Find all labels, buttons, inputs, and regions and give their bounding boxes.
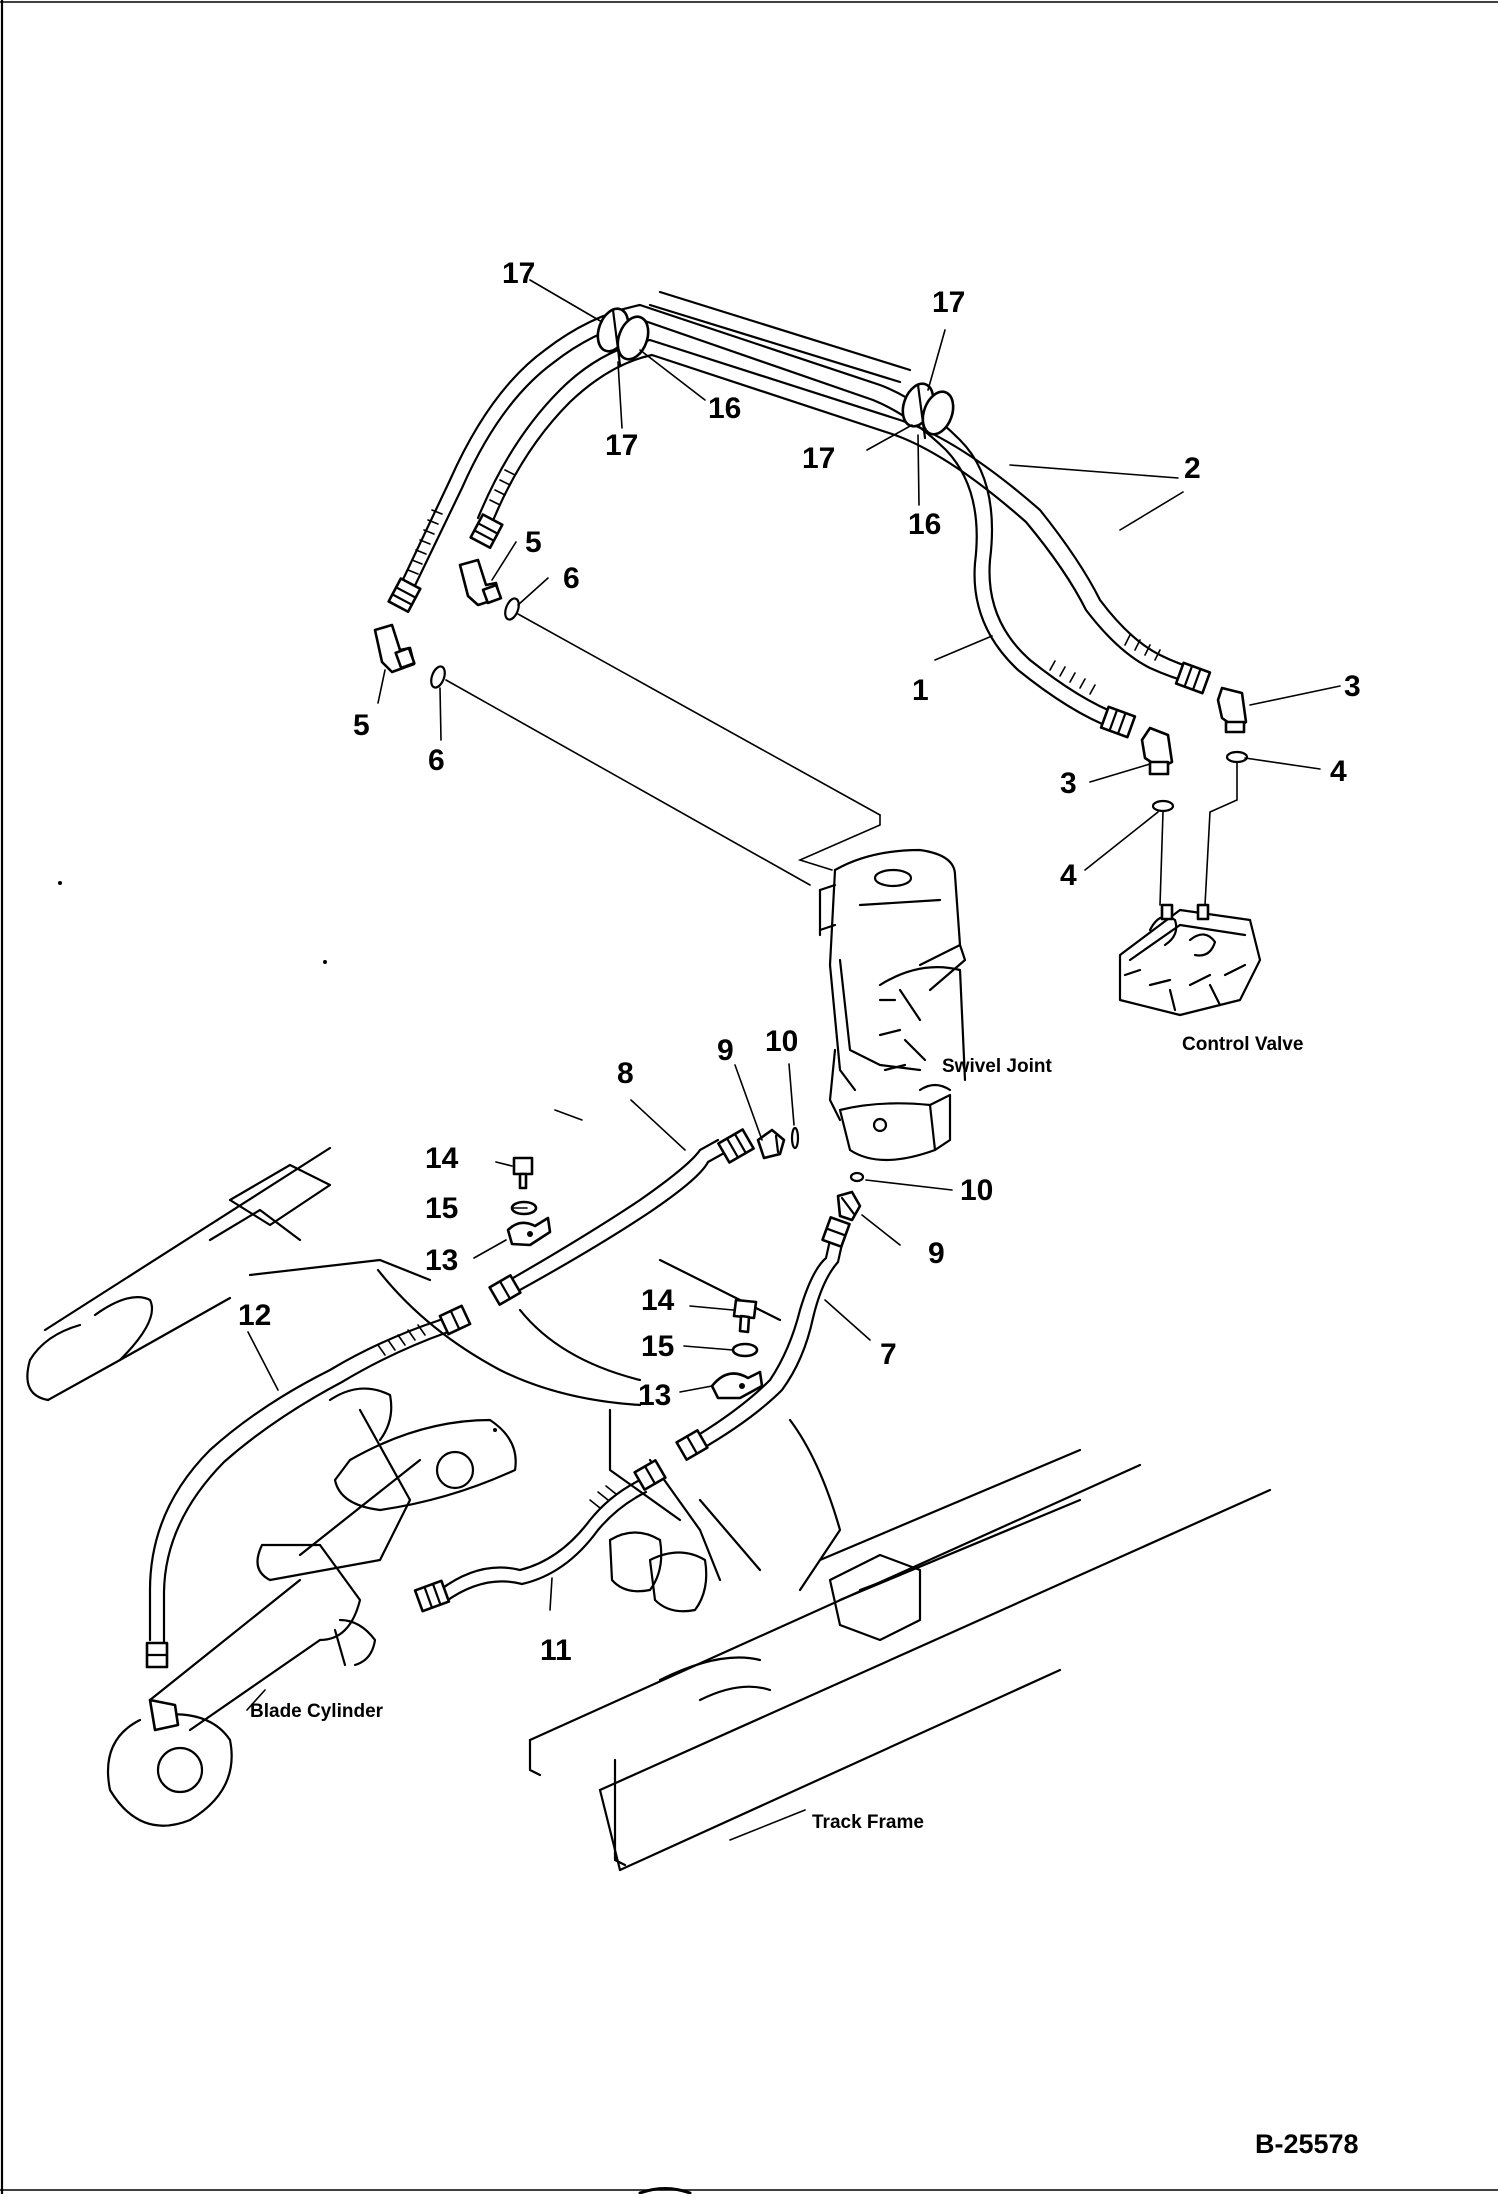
leader-lines	[246, 279, 1341, 1841]
callout-7: 7	[880, 1338, 897, 1371]
callout-4: 4	[1060, 859, 1077, 892]
callout-13: 13	[425, 1244, 458, 1277]
swivel-joint	[818, 848, 967, 1162]
o-rings-6	[430, 597, 520, 689]
label-track-frame: Track Frame	[812, 1812, 924, 1833]
callout-8: 8	[617, 1057, 634, 1090]
callout-6: 6	[563, 562, 580, 595]
clamp-set-lower	[710, 1298, 764, 1400]
component-labels: Control Valve Swivel Joint Blade Cylinde…	[250, 1034, 1303, 1833]
callout-16: 16	[708, 392, 741, 425]
hose-guards	[407, 469, 1161, 695]
hose-1	[396, 303, 1122, 730]
callout-13: 13	[638, 1379, 671, 1412]
elbow-fittings-5	[373, 558, 503, 674]
track-frame-structure	[26, 1146, 1272, 1872]
callout-15: 15	[641, 1330, 674, 1363]
callout-17: 17	[605, 429, 638, 462]
stray-marks	[58, 881, 497, 1432]
callouts: 1 2 3 3 4 4 5 5 6 6 7 8 9 9 10 10 11 12 …	[238, 257, 1361, 1667]
blade-cylinder	[106, 1408, 422, 1827]
callout-12: 12	[238, 1299, 271, 1332]
hose-2	[476, 290, 1202, 685]
callout-17: 17	[802, 442, 835, 475]
o-rings-4	[1151, 750, 1249, 813]
adaptor-9-lower	[836, 1171, 865, 1222]
label-swivel-joint: Swivel Joint	[942, 1056, 1052, 1077]
callout-14: 14	[425, 1142, 459, 1175]
callout-9: 9	[717, 1034, 734, 1067]
hose-7	[675, 1216, 851, 1461]
callout-4: 4	[1330, 755, 1347, 788]
callout-15: 15	[425, 1192, 458, 1225]
hose-12	[145, 1304, 472, 1669]
callout-6: 6	[428, 744, 445, 777]
assembly-leaders	[445, 613, 1238, 906]
label-blade-cylinder: Blade Cylinder	[250, 1701, 384, 1722]
callout-16: 16	[908, 508, 941, 541]
callout-11: 11	[540, 1634, 572, 1667]
clamp-set-upper	[506, 1156, 552, 1247]
control-valve	[1118, 903, 1262, 1017]
callout-17: 17	[932, 286, 965, 319]
elbow-fittings-3	[1140, 686, 1248, 776]
hose-8	[488, 1128, 755, 1306]
callout-10: 10	[765, 1025, 798, 1058]
clamp-upper-left	[596, 307, 650, 367]
drawing-number: B-25578	[1255, 2129, 1359, 2159]
callout-10: 10	[960, 1174, 993, 1207]
hose-end-fittings	[387, 513, 1212, 739]
callout-14: 14	[641, 1284, 675, 1317]
callout-5: 5	[525, 526, 542, 559]
callout-17: 17	[502, 257, 535, 290]
callout-2: 2	[1184, 452, 1201, 485]
callout-9: 9	[928, 1237, 945, 1270]
hose-11	[413, 1459, 667, 1613]
adaptor-9-upper	[756, 1126, 800, 1160]
label-control-valve: Control Valve	[1182, 1034, 1303, 1055]
callout-1: 1	[912, 674, 929, 707]
callout-3: 3	[1344, 670, 1361, 703]
callout-3: 3	[1060, 767, 1077, 800]
callout-5: 5	[353, 709, 370, 742]
